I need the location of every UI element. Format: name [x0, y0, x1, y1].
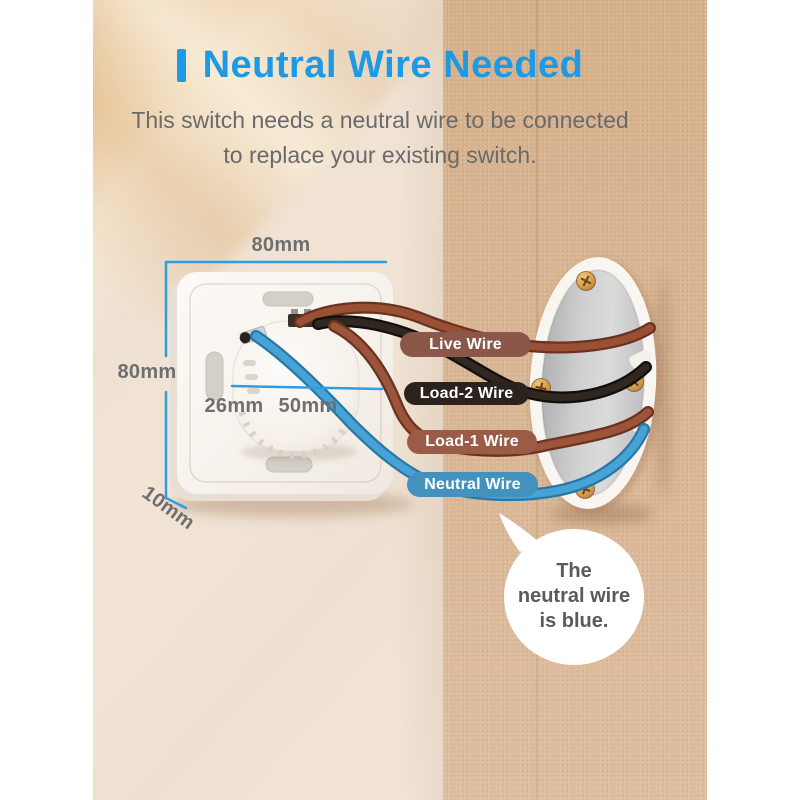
- callout-line-1: The: [556, 560, 592, 582]
- dimension-module-width-label: 50mm: [278, 395, 338, 417]
- page-title: Neutral Wire Needed: [202, 43, 584, 86]
- neutral-wire-label: Neutral Wire: [407, 472, 538, 497]
- subtitle-line-1: This switch needs a neutral wire to be c…: [131, 107, 629, 133]
- subtitle-line-2: to replace your existing switch.: [223, 142, 537, 168]
- subtitle: This switch needs a neutral wire to be c…: [73, 103, 687, 173]
- callout-text: The neutral wire is blue.: [503, 559, 645, 634]
- live-wire-label: Live Wire: [400, 332, 531, 357]
- header: Neutral Wire Needed: [73, 44, 687, 86]
- callout-line-2: neutral wire: [517, 585, 631, 607]
- dimension-width-label: 80mm: [251, 234, 311, 256]
- title-accent-bar: [176, 48, 186, 82]
- callout-line-3: is blue.: [539, 610, 609, 632]
- load2-wire-label: Load-2 Wire: [404, 382, 529, 405]
- load1-wire-label: Load-1 Wire: [407, 430, 537, 454]
- dimension-module-offset-label: 26mm: [204, 395, 264, 417]
- dimension-height-label: 80mm: [117, 361, 177, 383]
